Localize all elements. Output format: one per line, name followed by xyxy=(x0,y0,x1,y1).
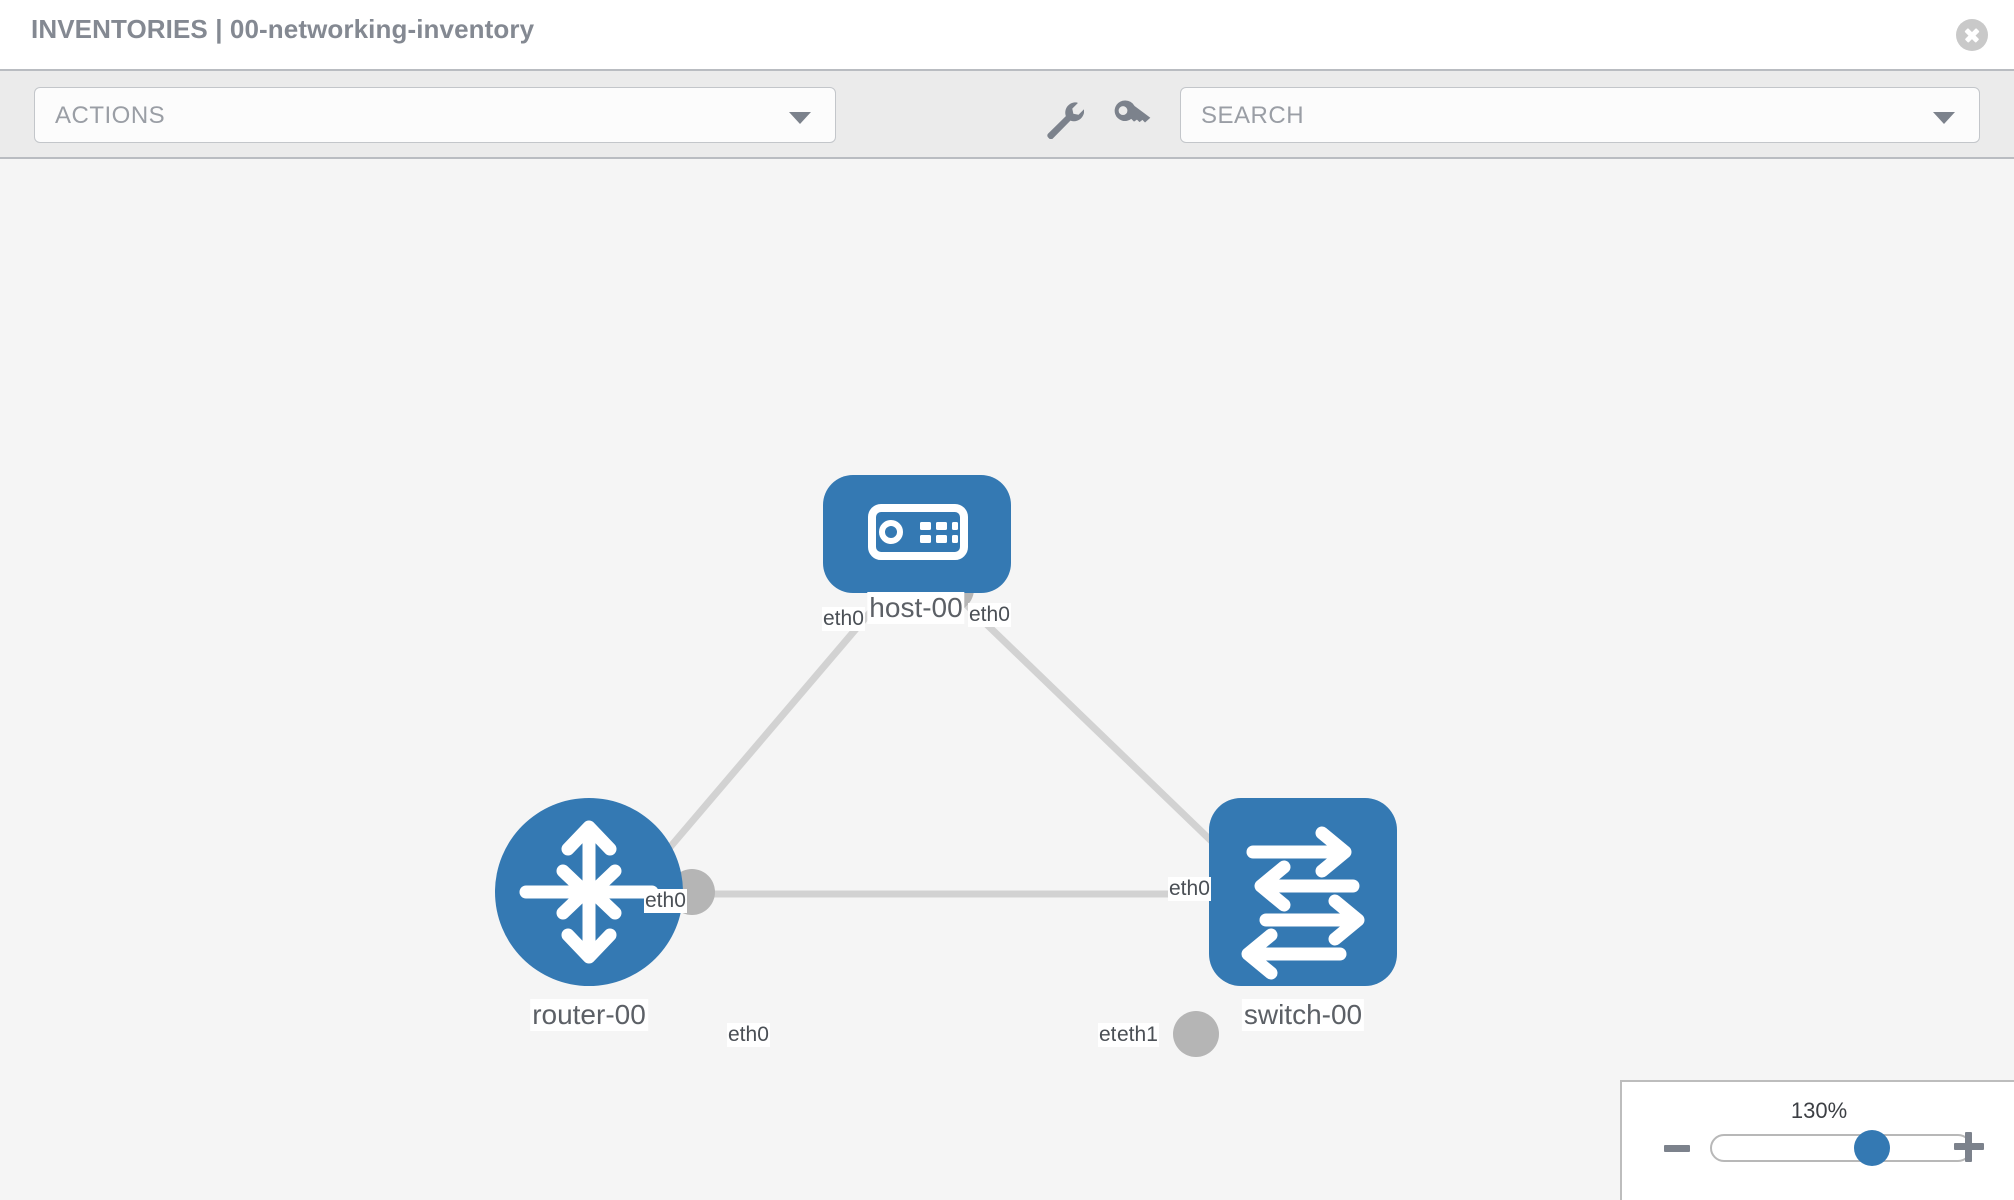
zoom-control-panel: 130% xyxy=(1620,1080,2014,1200)
close-icon[interactable] xyxy=(1956,19,1988,51)
iface-label: eth0 xyxy=(1168,877,1211,901)
zoom-slider-thumb[interactable] xyxy=(1853,1130,1890,1166)
minus-icon[interactable] xyxy=(1664,1145,1690,1152)
actions-dropdown-label: ACTIONS xyxy=(55,102,166,129)
chevron-down-icon xyxy=(1933,112,1955,124)
key-icon[interactable] xyxy=(1110,95,1154,139)
port-switch-left xyxy=(1173,1011,1219,1057)
topology-ports xyxy=(669,566,1255,1057)
search-placeholder: SEARCH xyxy=(1201,102,1305,129)
node-label-router-00: router-00 xyxy=(530,999,648,1031)
node-router-00 xyxy=(495,798,683,986)
topology-canvas[interactable]: host-00 router-00 switch-00 eth0 eth0 et… xyxy=(0,159,2014,1200)
plus-icon[interactable] xyxy=(1954,1132,1984,1162)
node-label-switch-00: switch-00 xyxy=(1241,999,1365,1031)
chevron-down-icon xyxy=(789,112,811,124)
iface-label: eth0 xyxy=(727,1023,770,1047)
wrench-icon[interactable] xyxy=(1040,95,1084,139)
toolbar: ACTIONS SEARCH xyxy=(0,69,2014,159)
link-host-switch xyxy=(947,586,1233,862)
zoom-slider[interactable] xyxy=(1710,1130,1972,1166)
zoom-level-value: 130% xyxy=(1790,1098,1848,1123)
topology-graph xyxy=(495,475,1397,1057)
page-header: INVENTORIES | 00-networking-inventory xyxy=(0,0,2014,69)
search-input[interactable]: SEARCH xyxy=(1180,87,1980,143)
page-title: INVENTORIES | 00-networking-inventory xyxy=(31,14,535,44)
iface-label: eth0 xyxy=(968,603,1011,627)
iface-label: eth0 xyxy=(644,889,687,913)
node-label-host-00: host-00 xyxy=(867,592,965,624)
node-host-00 xyxy=(823,475,1011,593)
topology-links xyxy=(657,586,1233,898)
actions-dropdown[interactable]: ACTIONS xyxy=(34,87,836,143)
link-host-router xyxy=(657,586,893,862)
iface-label: eth1 xyxy=(1116,1023,1159,1047)
iface-label: eth0 xyxy=(822,607,865,631)
node-switch-00 xyxy=(1209,798,1397,986)
